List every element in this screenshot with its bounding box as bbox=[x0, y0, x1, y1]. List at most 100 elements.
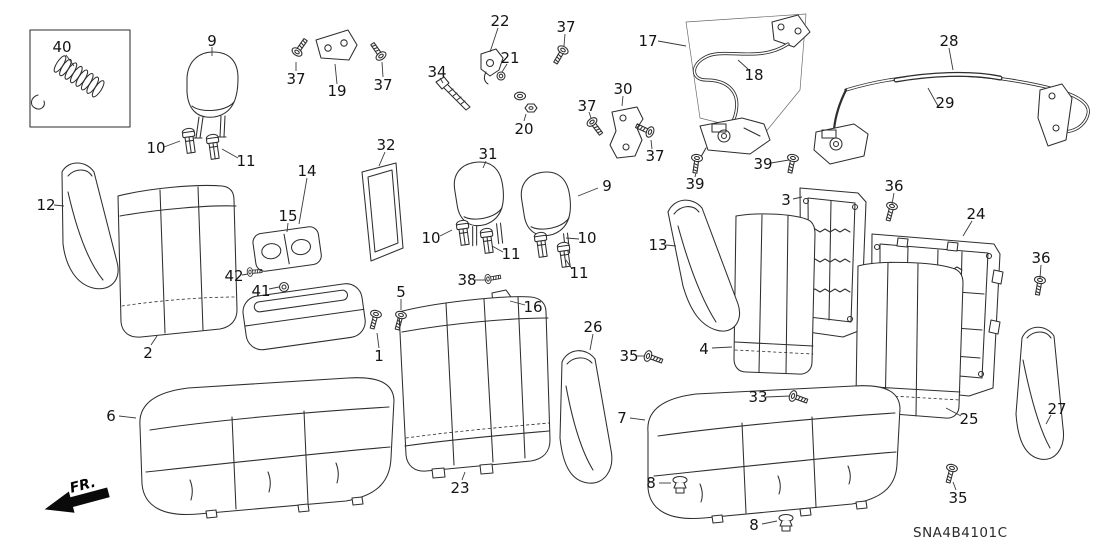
guide-sleeve-10-left bbox=[181, 127, 198, 155]
callout-leader bbox=[118, 415, 137, 419]
callout-40: 40 bbox=[52, 38, 71, 56]
screw-37-d bbox=[584, 115, 606, 138]
callout-13: 13 bbox=[648, 236, 667, 254]
callout-leader bbox=[694, 172, 697, 178]
screw-37-a bbox=[289, 36, 311, 59]
spring-kit-box bbox=[29, 29, 131, 128]
side-bolster-13 bbox=[667, 199, 740, 332]
callout-9: 9 bbox=[602, 177, 612, 195]
callout-leader bbox=[563, 33, 566, 47]
latch-center-28 bbox=[813, 123, 869, 165]
callout-leader bbox=[53, 204, 65, 207]
screw-37-c bbox=[550, 43, 571, 67]
callout-leader bbox=[1045, 414, 1052, 425]
fr-direction-indicator: FR. bbox=[44, 475, 110, 513]
callout-leader bbox=[439, 229, 453, 237]
callout-leader bbox=[482, 160, 487, 169]
callout-leader bbox=[588, 111, 592, 119]
callout-11: 11 bbox=[501, 245, 520, 263]
callout-30: 30 bbox=[613, 80, 632, 98]
callout-leader bbox=[439, 77, 444, 84]
callout-28: 28 bbox=[939, 32, 958, 50]
callout-leader bbox=[150, 335, 158, 346]
bolt-39-a bbox=[688, 153, 704, 175]
bracket-28-right bbox=[1037, 83, 1073, 147]
callout-31: 31 bbox=[478, 145, 497, 163]
cable-assembly-outline-17 bbox=[685, 13, 807, 135]
callout-leader bbox=[891, 192, 895, 205]
callout-22: 22 bbox=[490, 12, 509, 30]
callout-32: 32 bbox=[376, 136, 395, 154]
armrest-body-14 bbox=[242, 283, 366, 351]
callout-39: 39 bbox=[685, 175, 704, 193]
callout-24: 24 bbox=[966, 205, 985, 223]
callout-6: 6 bbox=[106, 407, 116, 425]
callout-9: 9 bbox=[207, 32, 217, 50]
callout-23: 23 bbox=[450, 479, 469, 497]
callout-leader bbox=[737, 59, 749, 70]
bolt-34 bbox=[435, 76, 471, 111]
bracket-17-top bbox=[771, 14, 811, 48]
callout-3: 3 bbox=[781, 191, 791, 209]
callout-17: 17 bbox=[638, 32, 657, 50]
callout-27: 27 bbox=[1047, 400, 1066, 418]
seat-cushion-6 bbox=[139, 377, 395, 519]
callout-2: 2 bbox=[143, 344, 153, 362]
callout-leader bbox=[286, 222, 289, 233]
callout-5: 5 bbox=[396, 283, 406, 301]
callout-leader bbox=[589, 333, 594, 351]
callout-21: 21 bbox=[500, 49, 519, 67]
s-hook bbox=[30, 94, 45, 110]
callout-leader bbox=[621, 95, 624, 107]
hinge-bracket-30 bbox=[609, 106, 644, 159]
latch-left bbox=[697, 117, 771, 163]
callout-42: 42 bbox=[224, 267, 243, 285]
callout-38: 38 bbox=[457, 271, 476, 289]
callout-leader bbox=[565, 259, 573, 270]
callout-36: 36 bbox=[884, 177, 903, 195]
bushing-21 bbox=[496, 71, 506, 81]
callout-19: 19 bbox=[327, 82, 346, 100]
bolt-35-b bbox=[942, 462, 959, 485]
callout-18: 18 bbox=[744, 66, 763, 84]
callout-37: 37 bbox=[556, 18, 575, 36]
callout-11: 11 bbox=[236, 152, 255, 170]
bolt-35-a bbox=[642, 349, 665, 367]
headrest-left bbox=[186, 51, 239, 139]
callout-leader bbox=[629, 417, 646, 421]
callout-1: 1 bbox=[374, 347, 384, 365]
callout-leader bbox=[792, 196, 803, 200]
callout-leader bbox=[711, 346, 733, 349]
callout-35: 35 bbox=[948, 489, 967, 507]
seatback-pad-23 bbox=[398, 296, 551, 479]
striker-22 bbox=[480, 48, 504, 85]
seat-cushion-7 bbox=[647, 385, 901, 524]
callout-14: 14 bbox=[297, 162, 316, 180]
callout-10: 10 bbox=[577, 229, 596, 247]
callout-leader bbox=[501, 63, 508, 73]
callout-leader bbox=[665, 244, 677, 247]
callout-10: 10 bbox=[146, 139, 165, 157]
callout-leader bbox=[461, 471, 466, 481]
callout-leader bbox=[241, 273, 249, 276]
callout-leader bbox=[927, 87, 939, 107]
headrest-center-31 bbox=[453, 161, 504, 247]
callout-25: 25 bbox=[959, 410, 978, 428]
bolt-39-b bbox=[783, 152, 800, 175]
callout-8: 8 bbox=[646, 474, 656, 492]
callout-leader bbox=[376, 332, 380, 349]
callout-29: 29 bbox=[935, 94, 954, 112]
callout-leader bbox=[221, 148, 239, 159]
callout-leader bbox=[491, 245, 504, 253]
cupholder-tray-15 bbox=[252, 226, 322, 272]
callout-leader bbox=[657, 40, 687, 47]
seatback-pad-4 bbox=[733, 213, 816, 375]
callout-10: 10 bbox=[421, 229, 440, 247]
callout-37: 37 bbox=[577, 97, 596, 115]
callout-4: 4 bbox=[699, 340, 709, 358]
callout-leader bbox=[952, 481, 957, 491]
trim-panel-32 bbox=[361, 162, 404, 262]
callout-leader bbox=[1039, 264, 1042, 279]
callout-leader bbox=[298, 177, 308, 225]
